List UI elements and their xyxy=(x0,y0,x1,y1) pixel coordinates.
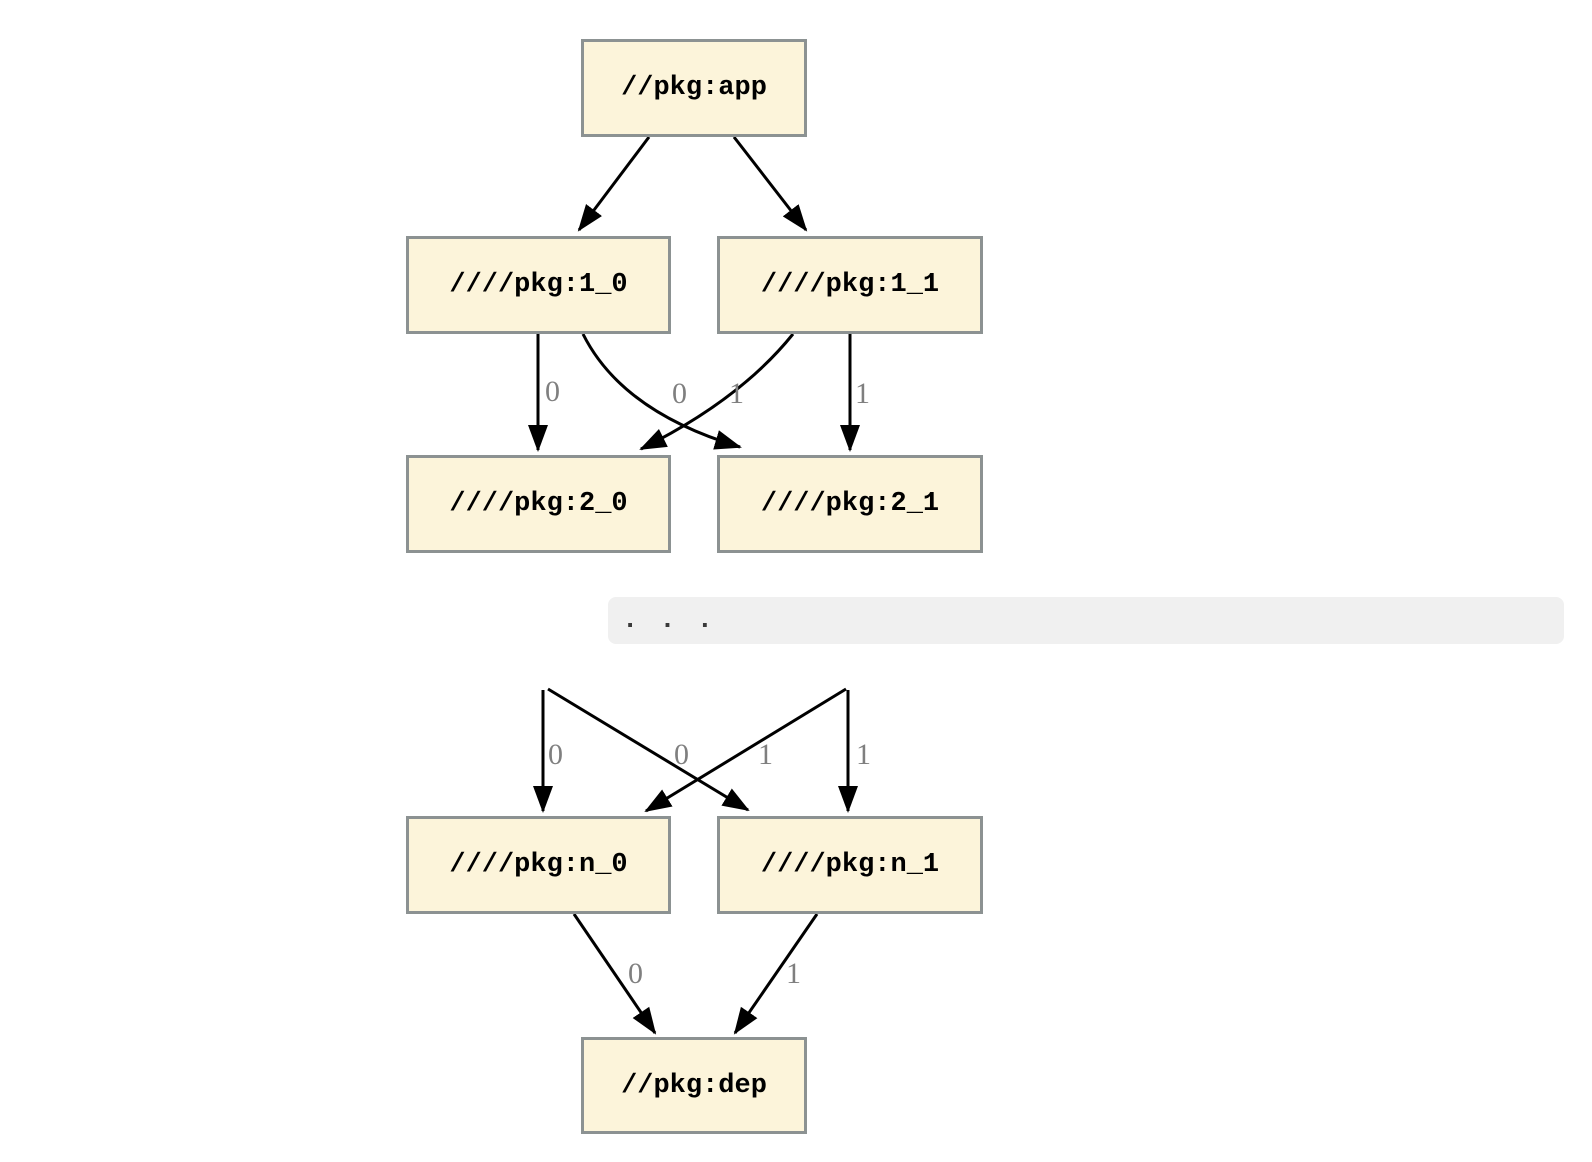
edge-label: 1 xyxy=(786,957,801,990)
node-label: ////pkg:1_0 xyxy=(449,270,628,300)
node-label: ////pkg:2_1 xyxy=(760,489,940,519)
node-pkg-n_1: ////pkg:n_1 xyxy=(717,816,983,914)
edge-app-to-1_0 xyxy=(577,136,651,232)
edge-label: 0 xyxy=(628,957,643,990)
edge-label: 1 xyxy=(758,738,773,771)
node-pkg-dep: //pkg:dep xyxy=(581,1037,807,1134)
edge-label: 1 xyxy=(729,377,744,410)
node-pkg-1_0: ////pkg:1_0 xyxy=(406,236,671,334)
node-label: ////pkg:n_0 xyxy=(449,850,628,880)
edge-1_1-to-2_0 xyxy=(639,333,795,451)
node-pkg-app: //pkg:app xyxy=(581,39,807,137)
edge-label: 0 xyxy=(674,738,689,771)
node-label: ////pkg:1_1 xyxy=(760,270,940,300)
edge-label: 0 xyxy=(548,738,563,771)
edge-n_0-to-dep xyxy=(572,913,657,1035)
edge-label: 0 xyxy=(672,377,687,410)
node-label: ////pkg:n_1 xyxy=(760,850,940,880)
node-pkg-n_0: ////pkg:n_0 xyxy=(406,816,671,914)
node-label: //pkg:app xyxy=(621,73,767,103)
ellipsis-label: . . . xyxy=(622,605,714,636)
node-pkg-2_0: ////pkg:2_0 xyxy=(406,455,671,553)
edge-1_0-to-2_1 xyxy=(581,333,742,450)
edge-app-to-1_1 xyxy=(732,136,808,232)
edge-label: 0 xyxy=(545,375,560,408)
node-pkg-2_1: ////pkg:2_1 xyxy=(717,455,983,553)
node-pkg-1_1: ////pkg:1_1 xyxy=(717,236,983,334)
node-label: //pkg:dep xyxy=(621,1070,767,1101)
ellipsis-band: . . . xyxy=(608,597,1564,644)
edge-label: 1 xyxy=(855,377,870,410)
edge-elided-to-n_0-cross xyxy=(644,687,847,813)
node-label: ////pkg:2_0 xyxy=(449,489,628,519)
edge-n_1-to-dep xyxy=(733,913,819,1035)
edge-elided-to-n_1-cross xyxy=(547,687,750,812)
edge-label: 1 xyxy=(856,738,871,771)
